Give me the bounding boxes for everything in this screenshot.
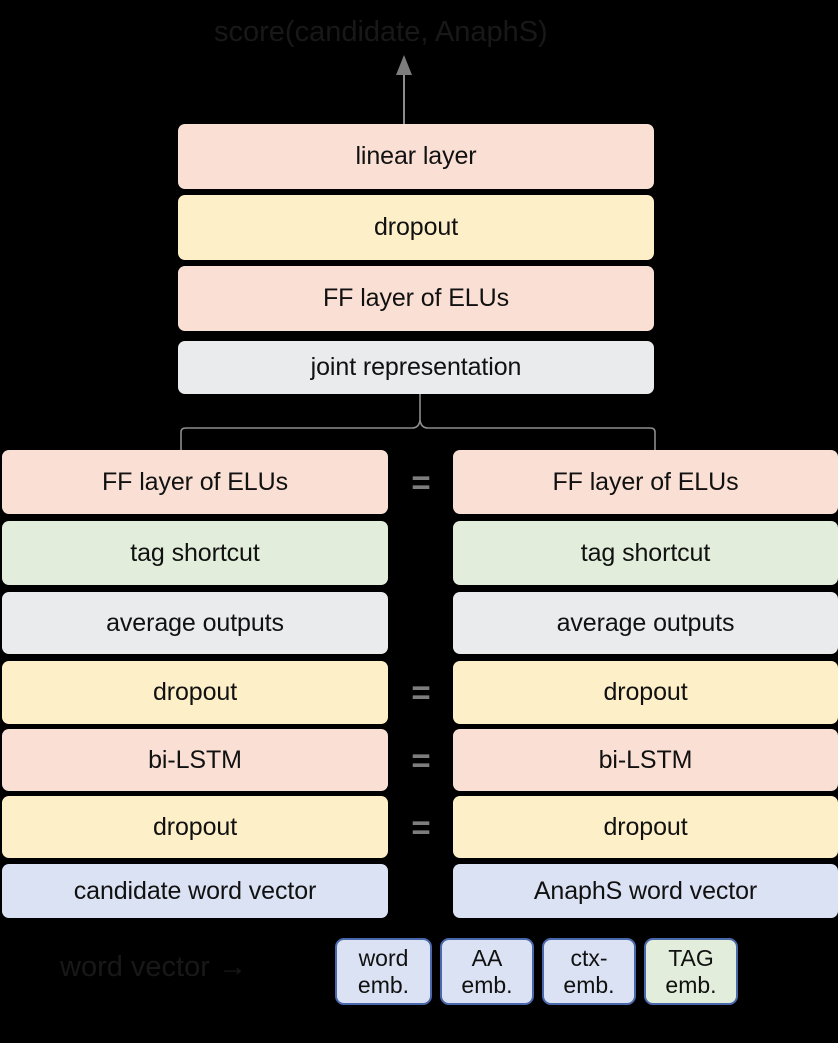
top-box-dropout[interactable]: dropout — [178, 195, 654, 260]
left-box-candidate-word-vector[interactable]: candidate word vector — [2, 864, 388, 918]
embedding-box-tag-emb[interactable]: TAG emb. — [644, 938, 738, 1005]
embedding-line2: emb. — [563, 971, 615, 998]
merge-brace-icon — [180, 419, 656, 451]
embedding-box-aa-emb[interactable]: AA emb. — [440, 938, 534, 1005]
top-box-linear-layer[interactable]: linear layer — [178, 124, 654, 189]
top-box-joint-representation[interactable]: joint representation — [178, 341, 654, 394]
right-box-average-outputs[interactable]: average outputs — [453, 592, 838, 654]
left-box-bi-lstm[interactable]: bi-LSTM — [2, 729, 388, 791]
right-box-tag-shortcut[interactable]: tag shortcut — [453, 521, 838, 585]
equals-sign-bi-lstm: = — [411, 741, 431, 779]
embedding-line2: emb. — [665, 971, 717, 998]
embedding-box-ctx-emb[interactable]: ctx- emb. — [542, 938, 636, 1005]
right-box-ff-layer-of-elus[interactable]: FF layer of ELUs — [453, 450, 838, 514]
embedding-line1: ctx- — [570, 945, 608, 972]
right-box-anaphs-word-vector[interactable]: AnaphS word vector — [453, 864, 838, 918]
word-vector-legend-label: word vector → — [60, 951, 247, 983]
embedding-line2: emb. — [357, 971, 410, 998]
left-box-dropout-upper[interactable]: dropout — [2, 661, 388, 724]
page-title: score(candidate, AnaphS) — [214, 16, 548, 48]
right-box-dropout-lower[interactable]: dropout — [453, 796, 838, 858]
embedding-box-word-emb[interactable]: word emb. — [335, 938, 432, 1005]
embedding-line1: word — [358, 945, 409, 972]
right-box-dropout-upper[interactable]: dropout — [453, 661, 838, 724]
embedding-line1: TAG — [668, 945, 714, 972]
embedding-line2: emb. — [461, 971, 513, 998]
equals-sign-ff-layer: = — [411, 463, 431, 501]
left-box-ff-layer-of-elus[interactable]: FF layer of ELUs — [2, 450, 388, 514]
score-arrow-icon — [396, 55, 412, 124]
top-box-ff-layer-of-elus[interactable]: FF layer of ELUs — [178, 266, 654, 331]
embedding-line1: AA — [471, 945, 503, 972]
right-box-bi-lstm[interactable]: bi-LSTM — [453, 729, 838, 791]
left-box-dropout-lower[interactable]: dropout — [2, 796, 388, 858]
left-box-tag-shortcut[interactable]: tag shortcut — [2, 521, 388, 585]
equals-sign-dropout-lower: = — [411, 808, 431, 846]
equals-sign-dropout-upper: = — [411, 673, 431, 711]
left-box-average-outputs[interactable]: average outputs — [2, 592, 388, 654]
